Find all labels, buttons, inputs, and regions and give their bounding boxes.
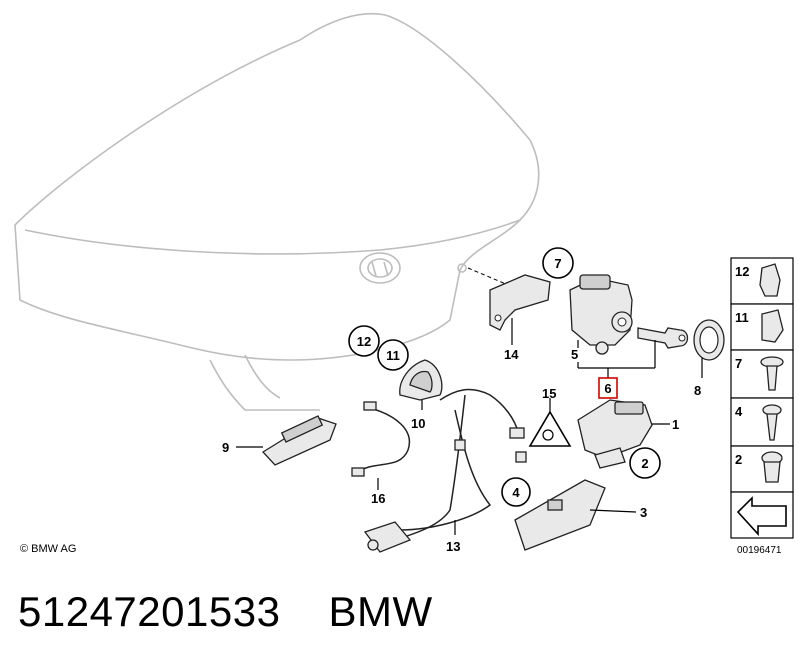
svg-text:9: 9	[222, 440, 229, 455]
part-5-lock-assembly	[569, 274, 633, 355]
svg-text:5: 5	[571, 347, 578, 362]
callout-12: 12	[348, 325, 380, 357]
part-16-cable	[351, 401, 411, 490]
screw-7-icon	[760, 356, 784, 391]
callout-14: 14	[504, 347, 519, 362]
part-13-wiring-harness	[363, 388, 527, 553]
part-3-trim-panel	[514, 479, 637, 551]
group-bracket-6	[577, 340, 656, 378]
svg-text:11: 11	[386, 348, 400, 363]
side-panel-label-12: 12	[735, 264, 749, 279]
caption: 51247201533 BMW	[18, 588, 433, 636]
part-9-lamp	[236, 415, 337, 466]
svg-text:2: 2	[641, 456, 648, 471]
svg-text:10: 10	[411, 416, 425, 431]
nut-2-icon	[761, 451, 783, 483]
key-icon	[637, 327, 689, 349]
svg-text:13: 13	[446, 539, 460, 554]
svg-text:3: 3	[640, 505, 647, 520]
side-panel-label-2: 2	[735, 452, 742, 467]
clip-12-icon	[759, 263, 781, 297]
svg-text:15: 15	[542, 386, 556, 401]
part-11-switch-housing	[399, 359, 443, 410]
callout-13: 13	[446, 539, 460, 554]
side-panel-label-4: 4	[735, 404, 743, 419]
callout-1: 1	[672, 417, 679, 432]
svg-text:12: 12	[357, 334, 371, 349]
callout-5: 5	[571, 347, 578, 362]
svg-text:6: 6	[604, 381, 611, 396]
part-8-grommet	[693, 319, 725, 378]
callout-16: 16	[371, 491, 385, 506]
part-number: 51247201533	[18, 588, 281, 635]
callout-3: 3	[640, 505, 647, 520]
copyright-text: © BMW AG	[20, 543, 76, 555]
side-panel: 12 11 7 4 2	[730, 257, 794, 539]
callout-11: 11	[377, 339, 409, 371]
side-panel-label-7: 7	[735, 356, 742, 371]
callout-15: 15	[542, 386, 556, 401]
svg-text:14: 14	[504, 347, 519, 362]
callout-4: 4	[501, 477, 531, 507]
dashed-guide	[467, 267, 521, 291]
parts-diagram: 1 2 3 4 5 6 7 8 9 10 11 12 13 14 15 16 1…	[14, 12, 794, 556]
callout-10: 10	[411, 416, 425, 431]
brand-name: BMW	[328, 588, 433, 635]
svg-text:4: 4	[512, 485, 520, 500]
callout-6: 6	[598, 377, 618, 399]
part-14-bracket	[489, 274, 551, 345]
trunk-lid-outline	[14, 12, 540, 411]
svg-text:7: 7	[554, 256, 561, 271]
svg-text:16: 16	[371, 491, 385, 506]
rivet-4-icon	[762, 404, 782, 441]
callout-8: 8	[694, 383, 701, 398]
svg-text:1: 1	[672, 417, 679, 432]
arrow-icon	[736, 496, 787, 537]
callout-7: 7	[542, 247, 574, 279]
callout-2: 2	[629, 447, 661, 479]
side-panel-label-11: 11	[735, 310, 749, 325]
part-15-warning-label	[528, 398, 572, 447]
svg-text:8: 8	[694, 383, 701, 398]
callout-9: 9	[222, 440, 229, 455]
part-1-latch	[577, 399, 670, 469]
diagram-reference: 00196471	[737, 545, 782, 556]
clip-11-icon	[761, 309, 784, 343]
